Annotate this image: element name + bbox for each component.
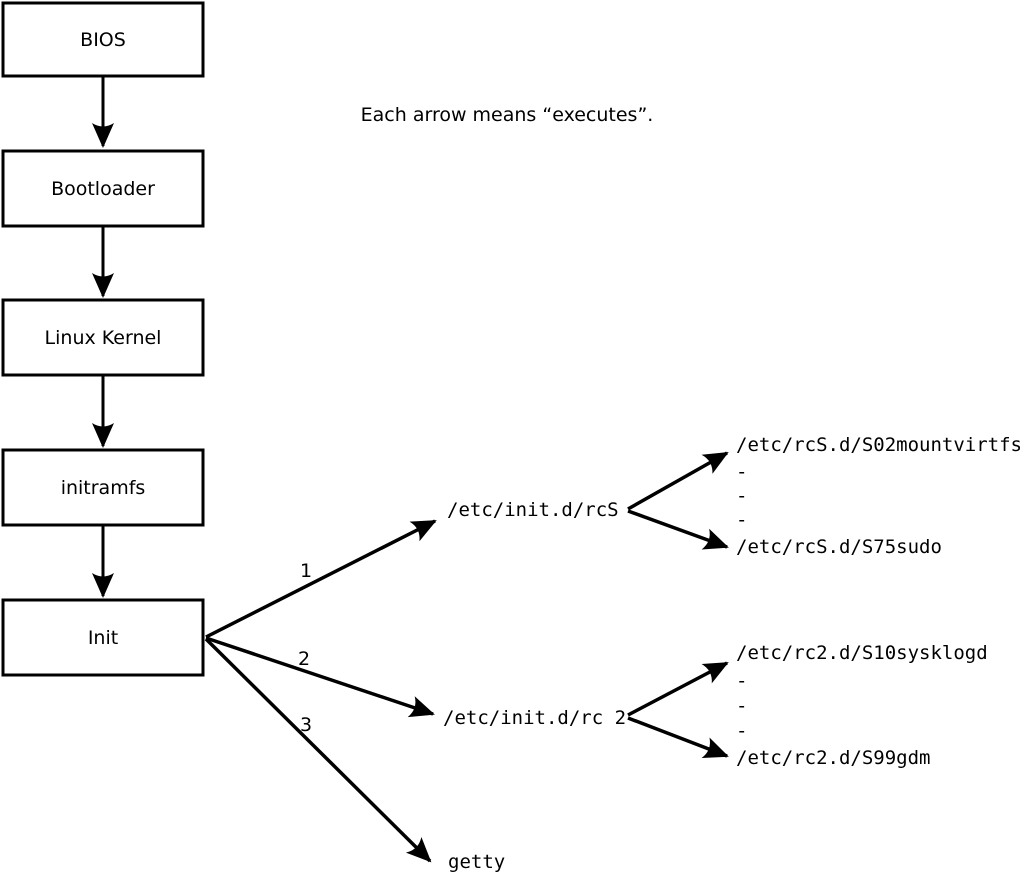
label-etc-rcs-d-s02mountvirtfs: /etc/rcS.d/S02mountvirtfs — [736, 434, 1022, 456]
arrow-init-to-rc2 — [205, 636, 435, 718]
arrow-init-to-rcs — [205, 519, 437, 639]
label-etc-rcs-d-s75sudo: /etc/rcS.d/S75sudo — [736, 536, 942, 558]
box-init-label: Init — [88, 627, 118, 649]
rc2-ellipsis-dash-2: - — [736, 695, 747, 717]
label-etc-rc2-d-s99gdm: /etc/rc2.d/S99gdm — [736, 747, 930, 769]
label-getty: getty — [448, 851, 505, 873]
box-bootloader — [1, 149, 205, 228]
arrow-init-to-getty — [204, 637, 432, 863]
arrow-rc2-to-s99gdm — [627, 716, 729, 759]
box-bios-label: BIOS — [80, 29, 126, 51]
arrow-rc2-to-s10sysklogd — [627, 661, 729, 717]
rcs-ellipsis-dash-1: - — [736, 461, 747, 483]
box-bios — [1, 1, 205, 78]
rc2-ellipsis-dash-1: - — [736, 670, 747, 692]
box-initramfs — [1, 448, 205, 527]
label-etc-init-d-rc2: /etc/init.d/rc 2 — [443, 707, 626, 729]
note-arrow-meaning: Each arrow means “executes”. — [361, 104, 654, 126]
arrow-3-label: 3 — [300, 714, 312, 736]
rcs-ellipsis-dash-3: - — [736, 509, 747, 531]
arrow-1-label: 1 — [300, 560, 312, 582]
rc2-ellipsis-dash-3: - — [736, 720, 747, 742]
box-init — [1, 598, 205, 677]
label-etc-init-d-rcs: /etc/init.d/rcS — [447, 499, 619, 521]
box-bootloader-label: Bootloader — [51, 178, 155, 200]
arrow-rcs-to-s75sudo — [627, 509, 729, 550]
arrow-2-label: 2 — [298, 648, 310, 670]
box-initramfs-label: initramfs — [61, 477, 146, 499]
box-linux-kernel-label: Linux Kernel — [45, 327, 162, 349]
label-etc-rc2-d-s10sysklogd: /etc/rc2.d/S10sysklogd — [736, 642, 988, 664]
arrow-rcs-to-s02mountvirtfs — [627, 451, 729, 511]
rcs-ellipsis-dash-2: - — [736, 485, 747, 507]
